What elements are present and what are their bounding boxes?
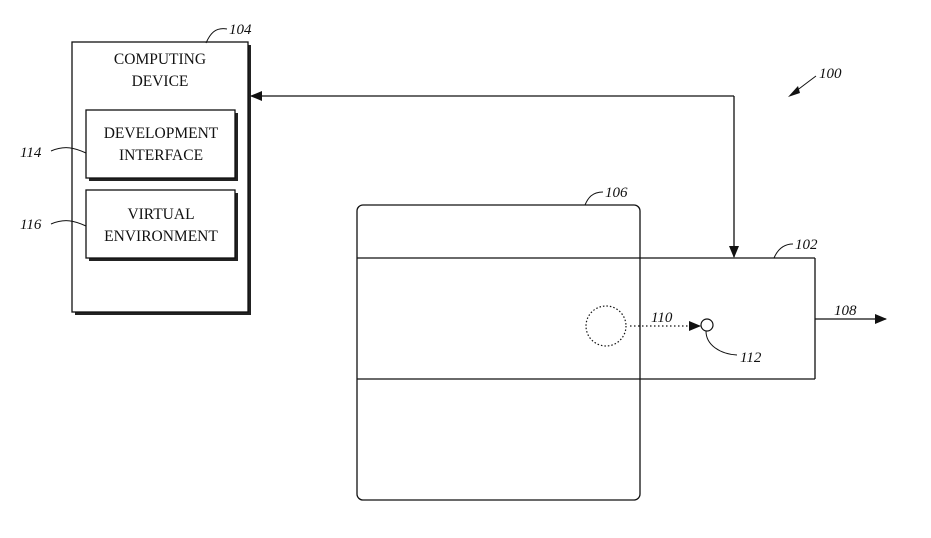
gaze-origin-circle bbox=[585, 305, 627, 347]
ref-114-label: 114 bbox=[20, 145, 42, 161]
ref-112-label: 112 bbox=[740, 350, 762, 366]
virtual-environment-box: VIRTUAL ENVIRONMENT bbox=[85, 189, 238, 261]
computing-device-title-line1: COMPUTING bbox=[114, 51, 206, 68]
development-interface-line1: DEVELOPMENT bbox=[104, 125, 219, 142]
ref-116-label: 116 bbox=[20, 217, 42, 233]
computing-device-title-line2: DEVICE bbox=[132, 73, 189, 90]
ref-110-label: 110 bbox=[651, 310, 673, 326]
ref-104-leader bbox=[205, 28, 228, 44]
display-device bbox=[356, 204, 641, 501]
ref-100-label: 100 bbox=[819, 66, 842, 82]
ref-106-label: 106 bbox=[605, 185, 628, 201]
ref-102-label: 102 bbox=[795, 237, 818, 253]
ref-102-leader bbox=[773, 243, 794, 259]
ref-114-leader bbox=[50, 147, 87, 154]
development-interface-box: DEVELOPMENT INTERFACE bbox=[85, 109, 238, 181]
virtual-environment-line1: VIRTUAL bbox=[127, 206, 194, 223]
ref-104-label: 104 bbox=[229, 22, 252, 38]
ref-112-leader bbox=[705, 330, 738, 356]
ref-116-leader bbox=[50, 220, 87, 227]
development-interface-line2: INTERFACE bbox=[119, 147, 203, 164]
target-point-circle bbox=[700, 318, 714, 332]
ref-100-arrowhead bbox=[788, 86, 800, 97]
virtual-environment-line2: ENVIRONMENT bbox=[104, 228, 218, 245]
ref-106-leader bbox=[584, 191, 604, 206]
ref-108-label: 108 bbox=[834, 303, 857, 319]
